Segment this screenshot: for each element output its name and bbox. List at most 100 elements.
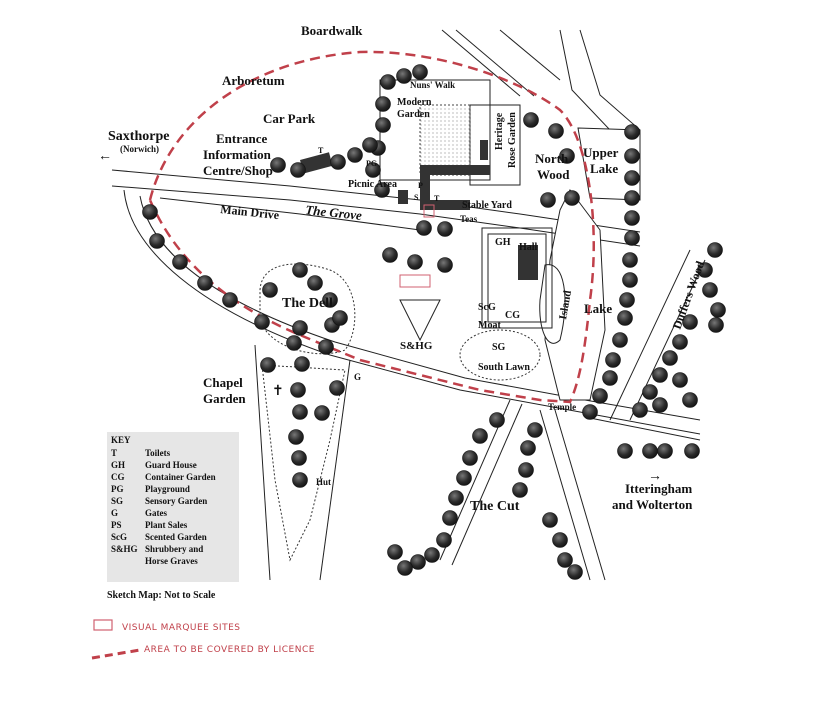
tree-icon xyxy=(291,450,307,466)
tree-icon xyxy=(564,190,580,206)
tree-icon xyxy=(652,397,668,413)
tree-icon xyxy=(542,512,558,528)
tree-icon xyxy=(624,124,640,140)
label-gh: GH xyxy=(495,237,511,248)
lake xyxy=(544,189,606,401)
tree-icon xyxy=(292,404,308,420)
label-heritage: Heritage xyxy=(494,112,505,150)
tree-icon xyxy=(374,182,390,198)
tree-icon xyxy=(523,112,539,128)
tree-icon xyxy=(397,560,413,576)
label-car-park: Car Park xyxy=(263,111,316,126)
key-code: SG xyxy=(111,496,124,506)
tree-icon xyxy=(410,554,426,570)
tree-icon xyxy=(707,242,723,258)
key-title: KEY xyxy=(111,435,131,445)
tree-icon xyxy=(365,162,381,178)
tree-icon xyxy=(557,552,573,568)
label-entrance: Entrance xyxy=(216,131,268,146)
tree-icon xyxy=(222,292,238,308)
tree-icon xyxy=(329,380,345,396)
tree-icon xyxy=(672,334,688,350)
key-code: PS xyxy=(111,520,122,530)
tree-icon xyxy=(332,310,348,326)
key-code: G xyxy=(111,508,119,518)
key-desc: Gates xyxy=(145,508,167,518)
legend-marquee-label: VISUAL MARQUEE SITES xyxy=(122,623,241,633)
tree-icon xyxy=(619,292,635,308)
label-garden: Garden xyxy=(397,109,430,120)
key-desc: Container Garden xyxy=(145,472,216,482)
tree-icon xyxy=(149,233,165,249)
buildings xyxy=(300,140,538,280)
label-north: North xyxy=(535,151,569,166)
key-row: S&HG Shrubbery and xyxy=(111,543,216,555)
label-saxthorpe: Saxthorpe xyxy=(108,129,169,144)
tree-icon xyxy=(567,564,583,580)
tree-icon xyxy=(362,137,378,153)
tree-icon xyxy=(290,382,306,398)
tree-icon xyxy=(375,96,391,112)
label-hut: Hut xyxy=(316,477,331,487)
label-hall: Hall xyxy=(519,242,538,253)
tree-icon xyxy=(254,314,270,330)
tree-icon xyxy=(602,370,618,386)
tree-icon xyxy=(697,262,713,278)
key-desc: Plant Sales xyxy=(145,520,188,530)
label-the-dell: The Dell xyxy=(282,296,333,311)
tree-icon xyxy=(662,350,678,366)
label-picnic-area: Picnic Area xyxy=(348,179,397,190)
label-information: Information xyxy=(203,147,272,162)
tree-icon xyxy=(605,352,621,368)
tree-icon xyxy=(624,210,640,226)
tree-icon xyxy=(314,405,330,421)
label-nuns-walk: Nuns' Walk xyxy=(410,80,455,90)
label-upper-lake: Lake xyxy=(590,161,618,176)
tree-icon xyxy=(632,402,648,418)
upper-lake xyxy=(577,127,641,201)
tree-icon xyxy=(286,335,302,351)
label-itteringham: Itteringham xyxy=(625,481,692,496)
tree-icon xyxy=(624,230,640,246)
key-code: GH xyxy=(111,460,126,470)
tree-icon xyxy=(260,357,276,373)
tree-icon xyxy=(172,254,188,270)
tree-icon xyxy=(708,317,724,333)
label-south-lawn: South Lawn xyxy=(478,362,530,373)
label-shg: S&HG xyxy=(400,340,433,352)
tree-icon xyxy=(424,547,440,563)
tree-icon xyxy=(710,302,726,318)
tree-icon xyxy=(612,332,628,348)
tree-icon xyxy=(318,339,334,355)
key-code xyxy=(111,555,145,567)
label-scg: ScG xyxy=(478,302,496,313)
label-upper: Upper xyxy=(583,145,619,160)
key-desc: Shrubbery and xyxy=(145,544,204,554)
tree-icon xyxy=(652,367,668,383)
label-moat: Moat xyxy=(478,320,501,331)
tree-icon xyxy=(407,254,423,270)
key-desc: Horse Graves xyxy=(145,556,198,566)
tree-icon xyxy=(442,510,458,526)
sketch-note: Sketch Map: Not to Scale xyxy=(107,590,216,601)
key-code: S&HG xyxy=(111,544,138,554)
tree-icon xyxy=(617,310,633,326)
key-desc: Sensory Garden xyxy=(145,496,208,506)
tree-icon xyxy=(592,388,608,404)
tree-icon xyxy=(684,443,700,459)
tree-icon xyxy=(540,192,556,208)
label-chapel-garden: Garden xyxy=(203,391,246,406)
tree-icon xyxy=(142,204,158,220)
key-row: G Gates xyxy=(111,507,216,519)
tree-icon xyxy=(672,372,688,388)
label-modern: Modern xyxy=(397,97,432,108)
tree-icon xyxy=(197,275,213,291)
key-row: PS Plant Sales xyxy=(111,519,216,531)
tree-icon xyxy=(657,443,673,459)
tree-icon xyxy=(552,532,568,548)
